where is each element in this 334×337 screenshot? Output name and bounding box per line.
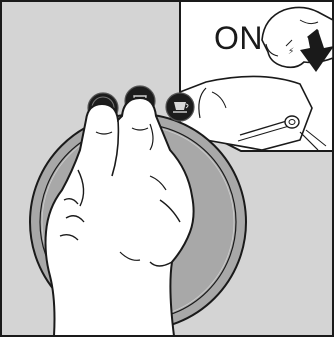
espresso-button[interactable] — [166, 93, 194, 121]
machine-symbol-icon: ⚡ — [288, 47, 294, 57]
espresso-cup-icon — [174, 102, 186, 110]
on-label: ON — [214, 22, 263, 54]
